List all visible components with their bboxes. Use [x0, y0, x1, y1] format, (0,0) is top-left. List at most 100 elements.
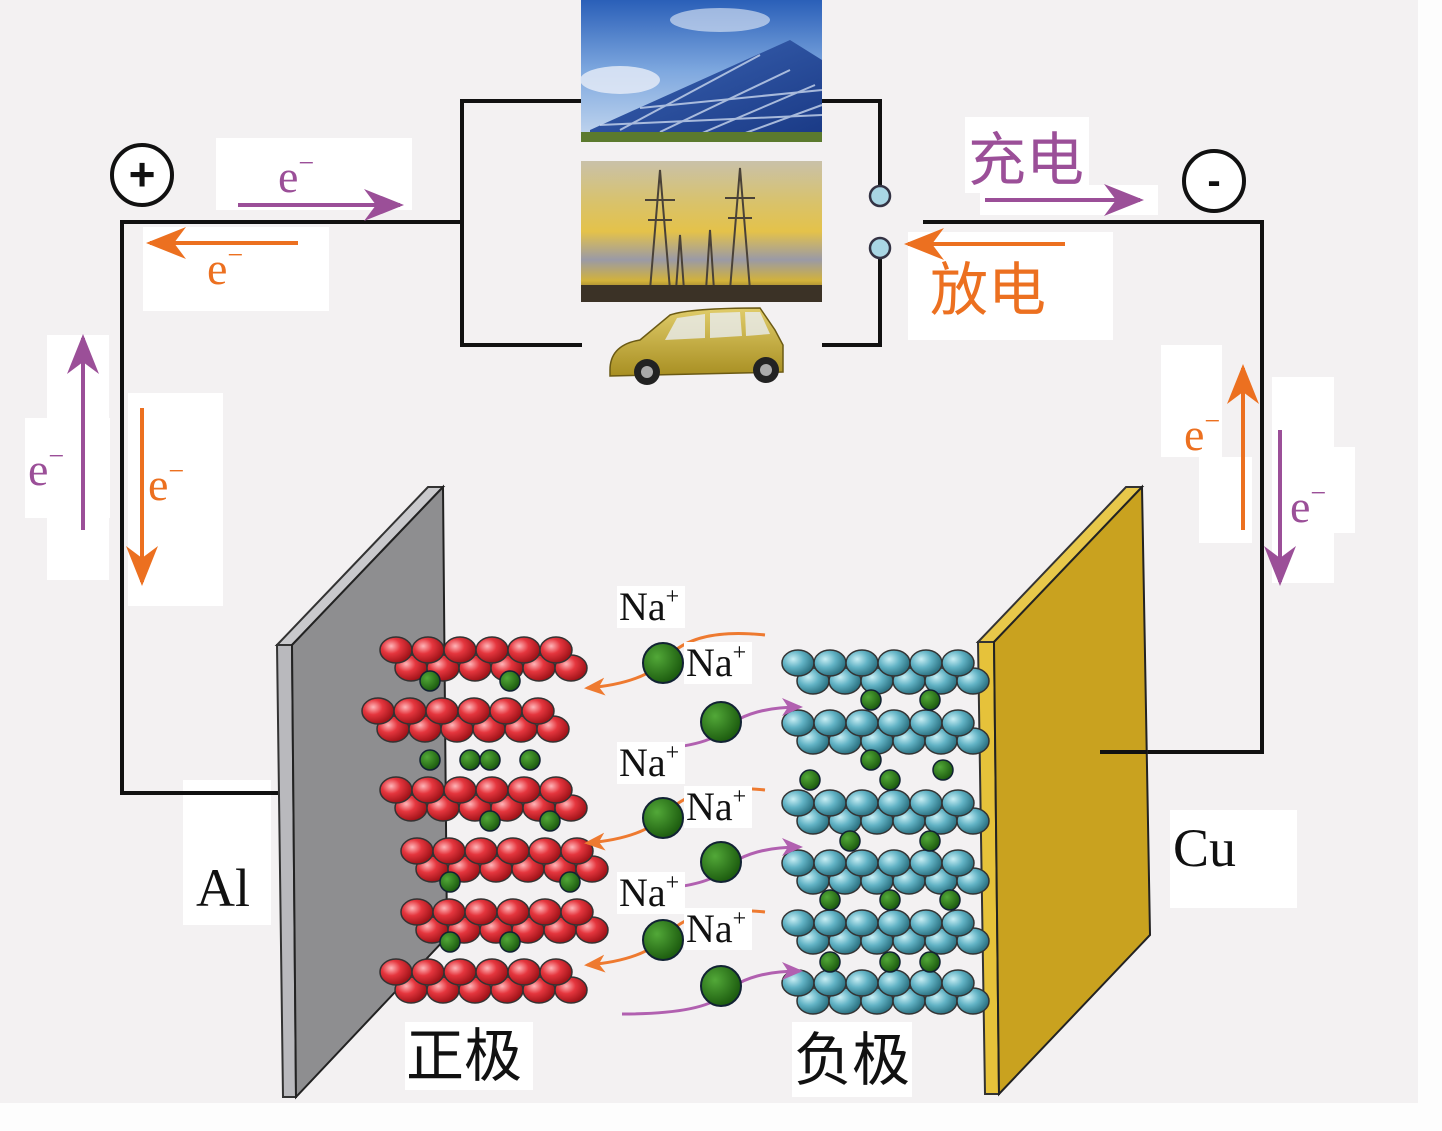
sodium-atom [479, 749, 501, 771]
atom [909, 849, 943, 877]
cathode-layer [361, 697, 570, 743]
atom [528, 898, 562, 926]
atom [457, 697, 491, 725]
sodium-ion [700, 841, 742, 883]
sodium-ion [700, 701, 742, 743]
cathode-layer [379, 776, 588, 822]
atom [507, 776, 541, 804]
atom [379, 776, 413, 804]
atom [781, 849, 815, 877]
sodium-atom [839, 830, 861, 852]
sodium-ion [700, 965, 742, 1007]
wire-device-top-right [822, 99, 882, 187]
atom [845, 849, 879, 877]
anode-layer [781, 649, 990, 695]
atom [813, 649, 847, 677]
atom [941, 969, 975, 997]
atom [464, 837, 498, 865]
atom [813, 849, 847, 877]
label-patches [25, 117, 1355, 1097]
sodium-atom [799, 769, 821, 791]
sodium-atom [439, 931, 461, 953]
sodium-atom [519, 749, 541, 771]
atom [528, 837, 562, 865]
atom [781, 909, 815, 937]
atom [909, 789, 943, 817]
sodium-atom [860, 749, 882, 771]
solar-panel-image [580, 0, 823, 142]
negative-terminal-circle [1182, 149, 1246, 213]
sodium-atom [499, 931, 521, 953]
wire-device-bus-left [460, 99, 582, 347]
atom [425, 697, 459, 725]
electron-label-charge-right: e− [1290, 478, 1326, 532]
electron-label-discharge-top: e− [207, 240, 243, 294]
atom [909, 709, 943, 737]
atom [845, 789, 879, 817]
atom [781, 789, 815, 817]
atom [521, 697, 555, 725]
sodium-atom [932, 759, 954, 781]
atom [781, 969, 815, 997]
atom [560, 898, 594, 926]
cathode-layer [400, 837, 609, 883]
sodium-atom [459, 749, 481, 771]
atom [877, 849, 911, 877]
sodium-atom [819, 951, 841, 973]
atom [539, 958, 573, 986]
cathode-layer [379, 958, 588, 1004]
atom [496, 837, 530, 865]
atom [539, 636, 573, 664]
atom [941, 649, 975, 677]
atom [379, 636, 413, 664]
anode-layer [781, 909, 990, 955]
atom [813, 709, 847, 737]
atom [393, 697, 427, 725]
atom [909, 649, 943, 677]
sodium-atom [439, 871, 461, 893]
sodium-atom [419, 749, 441, 771]
sodium-ion-label: Na+ [619, 740, 679, 785]
atom [400, 837, 434, 865]
atom [411, 636, 445, 664]
sodium-atom [419, 670, 441, 692]
sodium-ion [642, 642, 684, 684]
label-patch [617, 586, 685, 628]
electron-label-charge-top: e− [278, 148, 314, 202]
positive-terminal: + [110, 143, 174, 207]
anode-layer [781, 709, 990, 755]
sodium-ion-label: Na+ [686, 906, 746, 951]
atom [941, 709, 975, 737]
atom [909, 969, 943, 997]
sodium-ion [642, 919, 684, 961]
circuit-wires [120, 99, 1264, 795]
atom [443, 636, 477, 664]
label-patch [684, 908, 752, 950]
electron-label-discharge-right: e− [1184, 406, 1220, 460]
cathode-label: 正极 [406, 1022, 522, 1090]
atom [813, 909, 847, 937]
switch-terminal-top[interactable] [868, 184, 892, 208]
anode-layer [781, 789, 990, 835]
positive-terminal-circle [110, 143, 174, 207]
atom [361, 697, 395, 725]
atom [781, 709, 815, 737]
sodium-atom [919, 951, 941, 973]
atom [877, 969, 911, 997]
sodium-ion [642, 797, 684, 839]
sodium-atom [919, 830, 941, 852]
switch-terminal-bottom[interactable] [868, 236, 892, 260]
atom [507, 958, 541, 986]
sodium-atom [919, 689, 941, 711]
anode-layer [781, 849, 990, 895]
atom [845, 649, 879, 677]
wire-right [923, 220, 1264, 754]
charge-label: 充电 [968, 126, 1084, 194]
atom [845, 909, 879, 937]
atom [496, 898, 530, 926]
cathode-layer [379, 636, 588, 682]
atom [941, 849, 975, 877]
atom [877, 909, 911, 937]
sodium-atom [860, 689, 882, 711]
